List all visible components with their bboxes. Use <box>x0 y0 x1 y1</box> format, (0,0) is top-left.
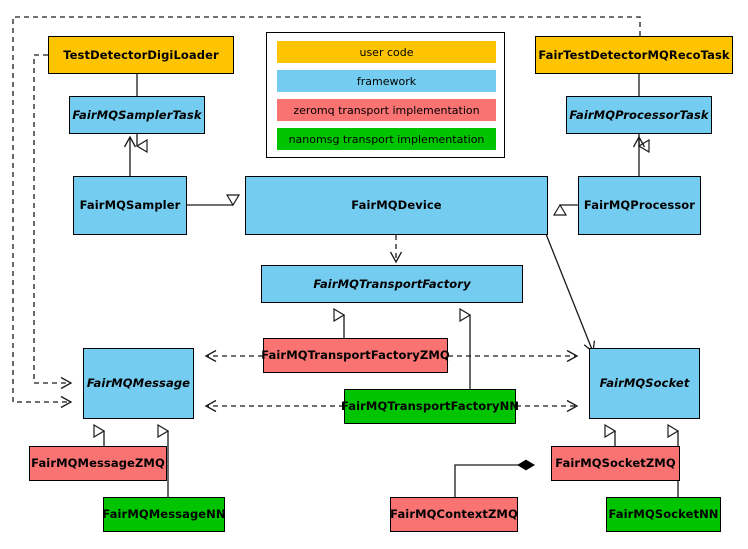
class-node-FairMQMessage[interactable]: FairMQMessage <box>83 348 194 419</box>
class-node-FairMQMessageNN[interactable]: FairMQMessageNN <box>102 497 226 532</box>
legend-item-zeromq: zeromq transport implementation <box>277 99 496 121</box>
class-node-FairMQSocket[interactable]: FairMQSocket <box>589 348 700 419</box>
class-node-FairMQProcessor[interactable]: FairMQProcessor <box>578 176 701 235</box>
class-node-FairMQSocketZMQ[interactable]: FairMQSocketZMQ <box>551 446 680 481</box>
legend-item-user_code: user code <box>277 41 496 63</box>
edge-digiloader-message <box>33 54 73 390</box>
class-node-TestDetectorDigiLoader[interactable]: TestDetectorDigiLoader <box>48 36 234 74</box>
class-node-FairMQTransportFactoryZMQ[interactable]: FairMQTransportFactoryZMQ <box>261 338 450 373</box>
legend-panel: user code framework zeromq transport imple… <box>266 32 505 158</box>
class-node-FairMQDevice[interactable]: FairMQDevice <box>245 176 548 235</box>
class-node-FairMQProcessorTask[interactable]: FairMQProcessorTask <box>566 96 712 134</box>
class-node-FairMQContextZMQ[interactable]: FairMQContextZMQ <box>390 497 518 532</box>
edge-device-socket <box>545 233 596 354</box>
class-node-FairMQSampler[interactable]: FairMQSampler <box>73 176 187 235</box>
class-node-FairMQSocketNN[interactable]: FairMQSocketNN <box>606 497 721 532</box>
class-node-FairMQSamplerTask[interactable]: FairMQSamplerTask <box>69 96 205 134</box>
edge-contextzmq-socketzmq <box>454 459 535 497</box>
legend-item-framework: framework <box>277 70 496 92</box>
class-node-FairTestDetectorMQRecoTask[interactable]: FairTestDetectorMQRecoTask <box>535 36 733 74</box>
class-node-FairMQMessageZMQ[interactable]: FairMQMessageZMQ <box>29 446 167 481</box>
class-node-FairMQTransportFactory[interactable]: FairMQTransportFactory <box>261 265 523 303</box>
class-node-FairMQTransportFactoryNN[interactable]: FairMQTransportFactoryNN <box>341 389 519 424</box>
legend-item-nanomsg: nanomsg transport implementation <box>277 128 496 150</box>
